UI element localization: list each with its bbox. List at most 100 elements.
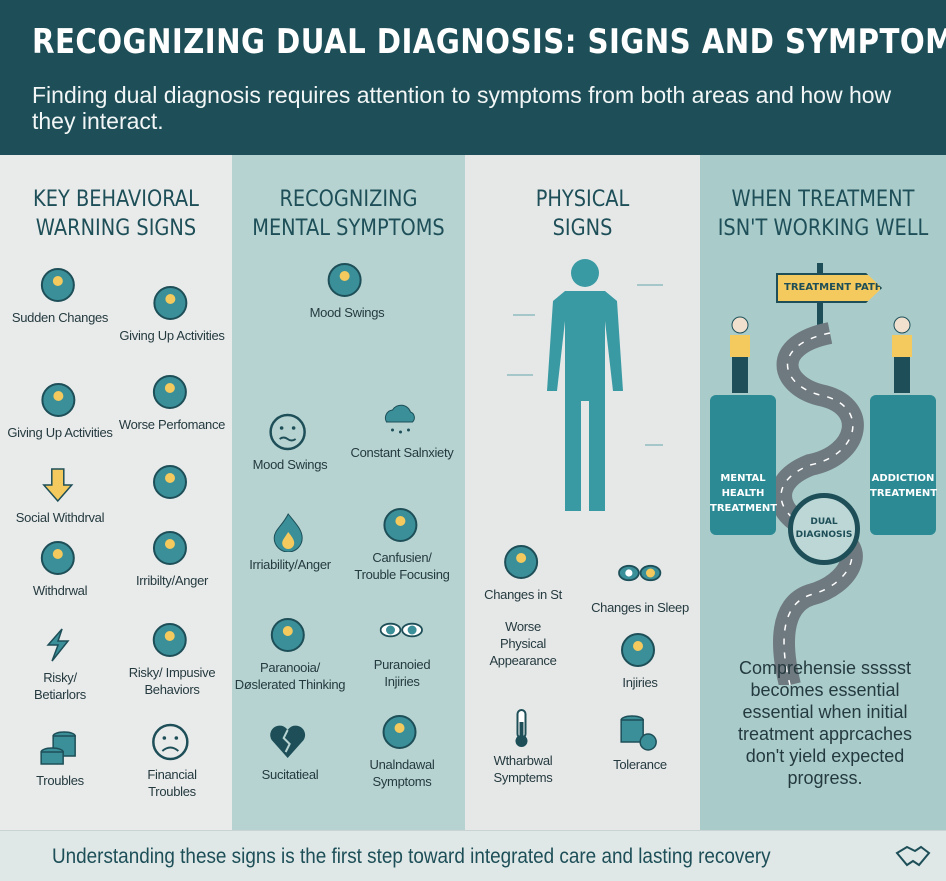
jumping-person-icon	[153, 531, 187, 565]
thermometer-icon	[514, 709, 527, 747]
list-item: Risky/ Impusive Behaviors	[129, 620, 216, 698]
spoon-scale-icon	[382, 508, 417, 542]
item-label: Puranoied Injiries	[373, 657, 431, 689]
list-item: Financial Troubles	[147, 722, 197, 800]
list-item: Unalndawal Symptoms	[370, 712, 435, 790]
header: RECOGNIZING DUAL DIAGNOSIS: SIGNS AND SY…	[0, 0, 946, 155]
list-item: Canfusien/ Trouble Focusing	[354, 505, 450, 583]
broken-heart-icon	[270, 725, 306, 758]
list-item: Worse Perfomance	[119, 372, 225, 433]
list-item: Changes in Sleep	[591, 555, 689, 616]
list-item: Paranooia/ Døslerated Thinking	[234, 615, 346, 693]
coins-icon	[40, 731, 76, 765]
item-label: Canfusien/ Trouble Focusing	[354, 550, 450, 582]
book-icon	[152, 286, 187, 320]
question-head-icon	[271, 618, 305, 652]
person-waving-icon	[730, 316, 750, 393]
addiction-treatment-box: ADDICTION TREATMENT	[870, 395, 937, 535]
rain-cloud-icon	[384, 404, 415, 434]
item-label: Sudden Changes	[11, 310, 109, 325]
item-label: Tolerance	[613, 757, 667, 772]
item-label: Risky/ Impusive Behaviors	[128, 665, 216, 697]
page-subtitle: Finding dual diagnosis requires attentio…	[32, 82, 892, 134]
page-title: RECOGNIZING DUAL DIAGNOSIS: SIGNS AND SY…	[32, 22, 946, 62]
person-gears-icon	[41, 268, 75, 302]
eyes-yellow-icon	[618, 564, 662, 582]
item-label: Unalndawal Symptoms	[369, 757, 435, 789]
treatment-path-sign: TREATMENT PATH	[776, 273, 882, 303]
list-item: Withdrwal	[33, 538, 87, 599]
fork-person-icon	[503, 545, 538, 579]
item-label: Wtharbwal Symptems	[493, 753, 553, 785]
handshake-icon	[895, 843, 931, 874]
list-item: Mood Swings	[253, 412, 328, 473]
item-label: Worse Physical Appearance	[489, 619, 557, 668]
item-label: Mood Swings	[309, 305, 385, 320]
column-title: WHEN TREATMENT ISN'T WORKING WELL	[717, 187, 929, 241]
list-item: Giving Up Activities	[7, 380, 113, 441]
running-person-icon	[41, 541, 75, 575]
item-label: Changes in St	[484, 587, 562, 602]
coins-pill-icon	[620, 715, 657, 751]
down-arrow-icon	[42, 468, 74, 503]
footer: Understanding these signs is the first s…	[0, 830, 946, 881]
list-item: Puranoied Injiries	[374, 612, 431, 690]
item-label: Risky/ Betiarlors	[34, 670, 86, 702]
list-item: Changes in St	[484, 542, 562, 603]
list-item: Irribilty/Anger	[136, 528, 208, 589]
item-label: Giving Up Activities	[119, 328, 225, 343]
boy-head-icon	[621, 633, 655, 667]
anvil-icon	[153, 623, 187, 657]
item-label: Giving Up Activities	[7, 425, 113, 440]
item-label: Changes in Sleep	[591, 600, 689, 615]
behavioral-column: KEY BEHAVIORAL WARNING SIGNS	[0, 155, 232, 830]
item-label: Injiries	[622, 675, 658, 690]
graduation-cap-down-icon	[152, 375, 187, 409]
list-item: Irriability/Anger	[249, 512, 331, 573]
graduation-cap-icon	[153, 465, 187, 499]
list-item: Injiries	[618, 630, 662, 691]
list-item: Sudden Changes	[12, 265, 108, 326]
item-label: Withdrwal	[32, 583, 88, 598]
item-label: Financial Troubles	[147, 767, 197, 799]
item-label: Troubles	[36, 773, 84, 788]
list-item: Mood Swings	[310, 260, 385, 321]
item-label: Paranooia/ Døslerated Thinking	[234, 660, 346, 692]
dual-diagnosis-magnifier: DUAL DIAGNOSIS	[788, 493, 860, 565]
list-item: Risky/ Betiarlors	[34, 625, 86, 703]
item-label: Constant Salnxiety	[350, 445, 454, 460]
lightning-icon	[46, 628, 70, 662]
column-title: RECOGNIZING MENTAL SYMPTOMS	[252, 187, 445, 241]
brain-storm-icon	[328, 263, 362, 297]
human-body-icon	[507, 259, 663, 511]
eyes-icon	[379, 622, 424, 638]
mental-health-treatment-box: MENTAL HEALTH TREATMENT	[710, 395, 777, 535]
list-item: Worse Physical Appearance	[489, 618, 556, 669]
item-label: Irriability/Anger	[249, 557, 331, 572]
list-item: Tolerance	[613, 712, 667, 773]
column-title: KEY BEHAVIORAL WARNING SIGNS	[33, 187, 199, 241]
column-title: PHYSICAL SIGNS	[535, 187, 630, 241]
worried-face-icon	[269, 413, 307, 451]
item-label: Mood Swings	[252, 457, 328, 472]
treatment-column: WHEN TREATMENT ISN'T WORKING WELL TREATM…	[700, 155, 946, 830]
footer-text: Understanding these signs is the first s…	[52, 845, 771, 868]
list-item: Troubles	[36, 728, 84, 789]
sad-face-icon	[151, 723, 189, 761]
list-item: Constant Salnxiety	[351, 400, 454, 461]
item-label: Sucitatieal	[261, 767, 319, 782]
list-item: Social Withdrval	[15, 465, 105, 526]
item-label: Social Withdrval	[15, 510, 105, 525]
flame-icon	[273, 513, 303, 552]
item-label: Worse Perfomance	[118, 417, 226, 432]
physical-column: PHYSICAL SIGNS	[465, 155, 700, 830]
treatment-description: Comprehensie ssssst becomes essential es…	[737, 658, 913, 788]
list-item: Wtharbwal Symptems	[493, 708, 553, 786]
list-item: Giving Up Activities	[119, 283, 225, 344]
item-label: Irribilty/Anger	[135, 573, 209, 588]
person-confused-icon	[892, 316, 912, 393]
boy-head-icon	[383, 715, 417, 749]
list-item	[150, 462, 194, 506]
crossed-briefcase-icon	[40, 383, 75, 417]
list-item: Sucitatieal	[262, 722, 319, 783]
